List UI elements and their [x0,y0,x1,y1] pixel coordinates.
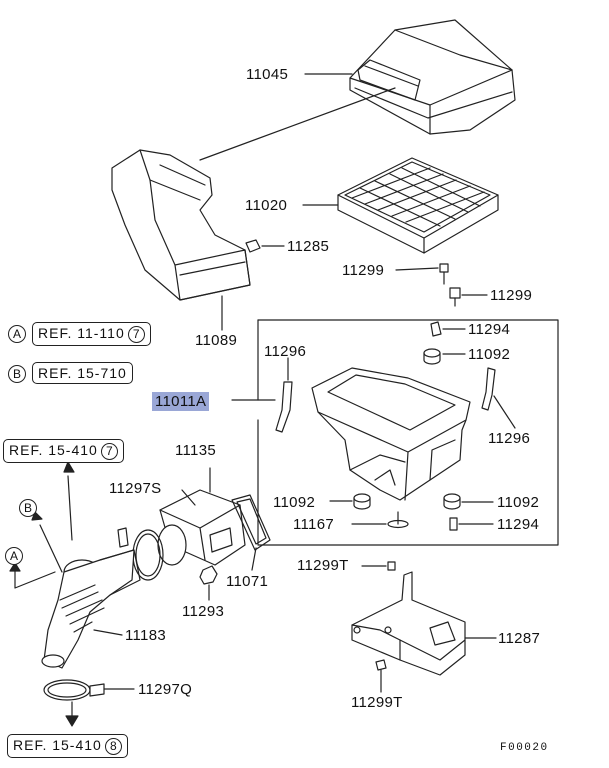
bracket-drawing [351,571,466,676]
part-11299-label-upper[interactable]: 11299 [342,262,385,279]
air-cleaner-cover-drawing [349,19,516,135]
part-11183-label[interactable]: 11183 [125,627,166,644]
ref-a-circle: A [8,325,26,343]
part-11011A-highlight: 11011A [152,392,210,411]
part-11294-label-bottom[interactable]: 11294 [497,516,540,533]
ref-15-710-link[interactable]: REF. 15-710 [32,362,133,384]
part-11092-label-left[interactable]: 11092 [273,494,316,511]
figure-code: F00020 [500,742,549,754]
airflow-sensor-drawing [157,489,246,566]
air-duct-drawing [111,149,251,301]
ref-15-410-upper-text: REF. 15-410 [9,442,98,458]
part-11296-label-left[interactable]: 11296 [264,343,307,360]
part-11020-label[interactable]: 11020 [245,197,288,214]
part-11092-label-right[interactable]: 11092 [497,494,540,511]
ref-15-410-lower-number: 8 [104,738,122,755]
ref-11-110-number: 7 [127,326,145,343]
part-11299T-label-bottom[interactable]: 11299T [351,694,403,711]
part-11294-label-top[interactable]: 11294 [468,321,511,338]
part-11285-label[interactable]: 11285 [287,238,330,255]
part-11287-label[interactable]: 11287 [498,630,541,647]
ref-11-110-text: REF. 11-110 [38,325,125,341]
ref-b-circle: B [8,365,26,383]
part-11297Q-label[interactable]: 11297Q [138,681,193,698]
part-11045-label[interactable]: 11045 [246,66,289,83]
ref-15-410-upper-number: 7 [100,443,118,460]
part-11297S-label[interactable]: 11297S [109,480,162,497]
part-11296-label-right[interactable]: 11296 [488,430,531,447]
air-filter-element-drawing [337,157,499,254]
part-11011A-label[interactable]: 11011A [152,392,210,411]
air-cleaner-case-drawing [311,367,471,501]
intake-hose-drawing [41,549,141,669]
part-11071-label[interactable]: 11071 [226,573,269,590]
part-11089-label[interactable]: 11089 [195,332,238,349]
part-11167-label[interactable]: 11167 [293,516,334,533]
part-11092-label-top[interactable]: 11092 [468,346,511,363]
part-11135-label[interactable]: 11135 [175,442,216,459]
callout-a-circle: A [5,547,23,565]
callout-b-circle: B [19,499,37,517]
part-11293-label[interactable]: 11293 [182,603,225,620]
part-11299T-label-top[interactable]: 11299T [297,557,349,574]
ref-15-710-text: REF. 15-710 [38,365,127,381]
ref-15-410-lower-text: REF. 15-410 [13,737,102,753]
part-11299-label-lower[interactable]: 11299 [490,287,533,304]
